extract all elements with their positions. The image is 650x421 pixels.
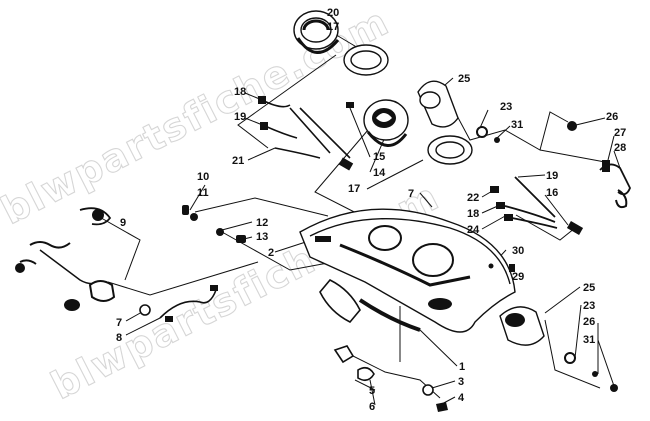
wiring-harness-lower [139,285,218,322]
callout-10: 10 [197,171,209,183]
bolt-12-13 [216,228,246,243]
callout-18: 18 [467,208,479,220]
bezel-ring-lower [427,135,473,165]
callout-26: 26 [583,316,595,328]
callout-25: 25 [583,282,595,294]
callout-24: 24 [467,224,480,236]
gauge-tachometer [363,99,409,147]
leader-lines [95,17,621,406]
callout-2: 2 [268,247,274,259]
callout-21: 21 [232,155,244,167]
bulb-socket-upper [346,102,354,108]
callout-23: 23 [500,101,512,113]
screw-29-30 [488,263,515,272]
callout-19: 19 [546,170,558,182]
callout-17: 17 [348,183,360,195]
callout-4: 4 [458,392,465,404]
callout-9: 9 [120,217,126,229]
callout-6: 6 [369,401,375,413]
callout-28: 28 [614,142,626,154]
callout-29: 29 [512,271,524,283]
callout-25: 25 [458,73,470,85]
callout-31: 31 [583,334,595,346]
callout-22: 22 [467,192,479,204]
callout-labels: 20 17 25 18 19 23 31 26 27 28 21 15 14 1… [116,7,626,413]
callout-12: 12 [256,217,268,229]
callout-7: 7 [408,188,414,200]
fastener-3-4 [422,384,448,412]
callout-15: 15 [373,151,385,163]
callout-16: 16 [546,187,558,199]
callout-19: 19 [234,111,246,123]
callout-7: 7 [116,317,122,329]
callout-18: 18 [234,86,246,98]
bezel-ring-upper [343,44,389,76]
callout-26: 26 [606,111,618,123]
bracket-hook [599,160,631,209]
knob-5-6 [333,345,375,382]
fastener-10-11 [182,205,198,221]
gauge-hood-upper [417,80,459,128]
washer-lower [564,352,618,392]
callout-14: 14 [373,167,386,179]
wiring-harness-right [490,176,584,235]
callout-8: 8 [116,332,122,344]
callout-1: 1 [459,361,465,373]
callout-30: 30 [512,245,524,257]
key-switch-harness [15,207,116,311]
gauge-speedometer [293,10,340,54]
callout-11: 11 [197,187,209,199]
callout-5: 5 [369,385,375,397]
dash-panel [299,208,516,333]
callout-3: 3 [458,376,464,388]
callout-23: 23 [583,300,595,312]
gauge-hood-lower [499,306,545,346]
washer-upper [476,126,500,143]
callout-27: 27 [614,127,626,139]
nut-upper [567,121,577,131]
callout-31: 31 [511,119,523,131]
callout-20: 20 [327,7,339,19]
wiring-harness-left [258,96,354,171]
callout-13: 13 [256,231,268,243]
callout-17: 17 [327,21,339,33]
